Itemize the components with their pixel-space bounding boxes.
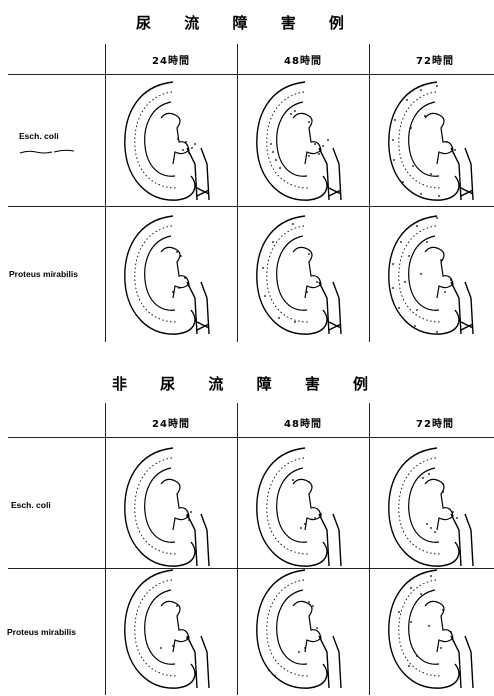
table-bottom-header-rule bbox=[8, 437, 494, 438]
kidney-diagram-obstruction-proteus-72h bbox=[381, 212, 491, 342]
section-title-bottom: 非 尿 流 障 害 例 bbox=[0, 373, 494, 394]
kidney-diagram-obstruction-ecoli-48h bbox=[249, 78, 359, 208]
kidney-diagram-nonobstruction-ecoli-48h bbox=[249, 444, 359, 574]
top-row-label-proteus: Proteus mirabilis bbox=[9, 269, 78, 279]
top-col-24h: 24時間 bbox=[106, 52, 236, 67]
bottom-row-label-ecoli: Esch. coli bbox=[11, 500, 51, 510]
top-row-label-ecoli: Esch. coli bbox=[19, 131, 59, 141]
section-title-top: 尿 流 障 害 例 bbox=[0, 12, 494, 33]
table-bottom-divider-1 bbox=[105, 403, 106, 695]
kidney-diagram-nonobstruction-ecoli-72h bbox=[381, 444, 491, 574]
kidney-diagram-obstruction-ecoli-24h bbox=[117, 78, 227, 208]
table-top-divider-2 bbox=[237, 44, 238, 342]
table-top-header-rule bbox=[8, 74, 494, 75]
bottom-col-72h: 72時間 bbox=[370, 415, 494, 430]
handwritten-underline bbox=[18, 147, 76, 157]
kidney-diagram-obstruction-proteus-24h bbox=[117, 212, 227, 342]
table-bottom-divider-2 bbox=[237, 403, 238, 695]
table-top-divider-3 bbox=[369, 44, 370, 342]
kidney-diagram-nonobstruction-proteus-48h bbox=[249, 566, 359, 696]
top-col-48h: 48時間 bbox=[238, 52, 368, 67]
kidney-diagram-nonobstruction-proteus-24h bbox=[117, 566, 227, 696]
top-col-72h: 72時間 bbox=[370, 52, 494, 67]
kidney-diagram-obstruction-ecoli-72h bbox=[381, 78, 491, 208]
table-bottom-divider-3 bbox=[369, 403, 370, 695]
kidney-diagram-nonobstruction-ecoli-24h bbox=[117, 444, 227, 574]
kidney-diagram-nonobstruction-proteus-72h bbox=[381, 566, 491, 696]
bottom-row-label-proteus: Proteus mirabilis bbox=[7, 627, 76, 637]
kidney-diagram-obstruction-proteus-48h bbox=[249, 212, 359, 342]
bottom-col-48h: 48時間 bbox=[238, 415, 368, 430]
bottom-col-24h: 24時間 bbox=[106, 415, 236, 430]
table-top-divider-1 bbox=[105, 44, 106, 342]
